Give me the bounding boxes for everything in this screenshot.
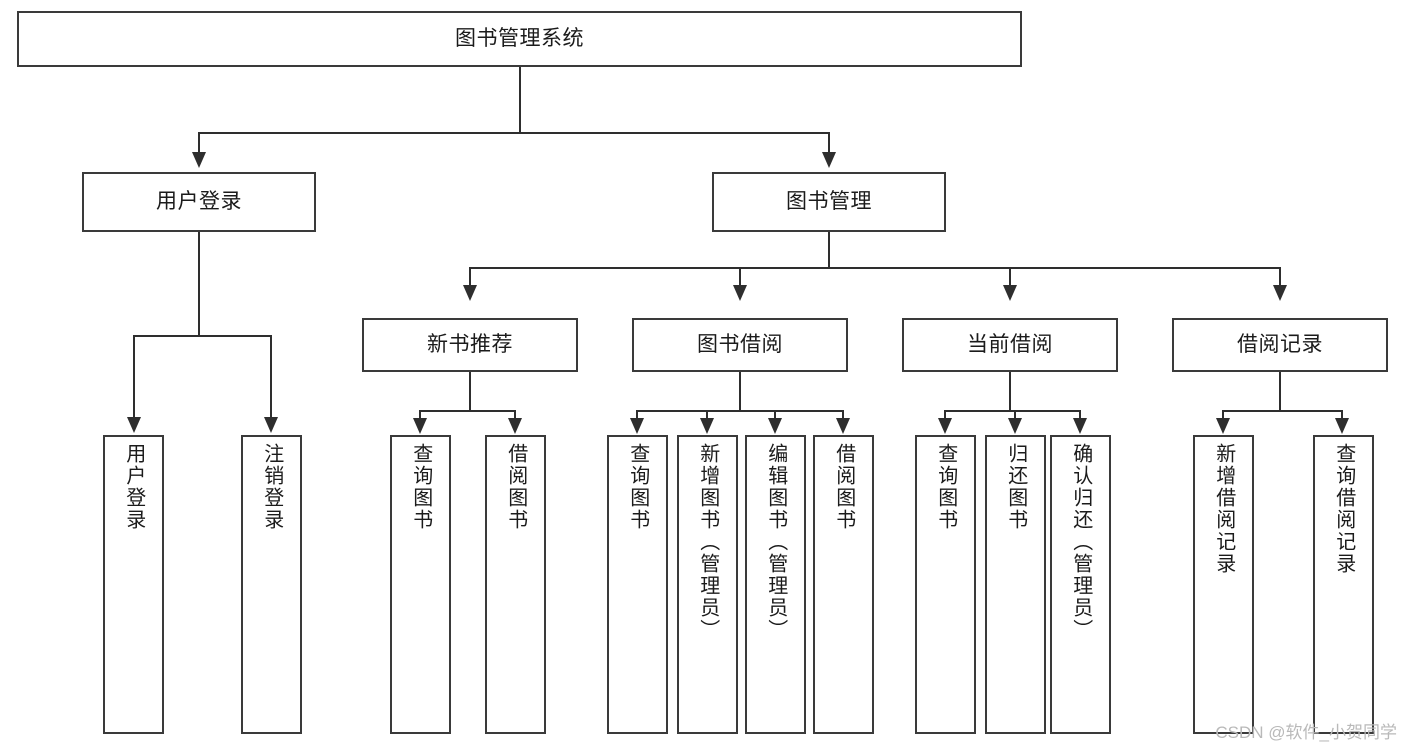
connector-user-login-bus bbox=[133, 335, 272, 337]
connector-borrow-record-bus bbox=[1222, 410, 1342, 412]
leaf-logout[interactable]: 注销登录 bbox=[241, 435, 302, 734]
connector-current-borrow-leaf-3 bbox=[1079, 410, 1081, 420]
connector-current-borrow-stem bbox=[1009, 372, 1011, 412]
connector-borrow-record-leaf-2 bbox=[1341, 410, 1343, 420]
connector-new-book-bus bbox=[419, 410, 516, 412]
connector-current-borrow-leaf-1 bbox=[944, 410, 946, 420]
connector-book-borrow-stem bbox=[739, 372, 741, 412]
node-root-system[interactable]: 图书管理系统 bbox=[17, 11, 1022, 67]
leaf-borrow-book-recommend[interactable]: 借阅图书 bbox=[485, 435, 546, 734]
connector-current-borrow-leaf-2 bbox=[1014, 410, 1016, 420]
leaf-query-book-current[interactable]: 查询图书 bbox=[915, 435, 976, 734]
arrowhead-leaf-logout bbox=[264, 417, 278, 433]
node-label: 注销登录 bbox=[260, 443, 283, 531]
connector-book-borrow-bus bbox=[636, 410, 843, 412]
leaf-add-borrow-record[interactable]: 新增借阅记录 bbox=[1193, 435, 1254, 734]
connector-level3-bus bbox=[469, 267, 1281, 269]
connector-book-borrow-leaf-3 bbox=[774, 410, 776, 420]
leaf-query-book-recommend[interactable]: 查询图书 bbox=[390, 435, 451, 734]
leaf-edit-book-admin[interactable]: 编辑图书（管理员） bbox=[745, 435, 806, 734]
arrowhead-leaf-edit-book bbox=[768, 418, 782, 434]
arrowhead-leaf-confirm-return bbox=[1073, 418, 1087, 434]
connector-root-bus bbox=[198, 132, 830, 134]
node-label: 确认归还（管理员） bbox=[1069, 443, 1092, 641]
connector-current-borrow-bus bbox=[944, 410, 1080, 412]
node-label: 查询借阅记录 bbox=[1332, 443, 1355, 575]
node-book-borrow[interactable]: 图书借阅 bbox=[632, 318, 848, 372]
connector-book-borrow-leaf-4 bbox=[842, 410, 844, 420]
connector-to-new-book bbox=[469, 267, 471, 287]
arrowhead-book-mgmt bbox=[822, 152, 836, 168]
node-label: 借阅图书 bbox=[504, 443, 527, 531]
node-label: 编辑图书（管理员） bbox=[764, 443, 787, 641]
connector-user-login-leaf-1 bbox=[133, 335, 135, 419]
node-book-management[interactable]: 图书管理 bbox=[712, 172, 946, 232]
node-label: 借阅记录 bbox=[1237, 332, 1323, 356]
leaf-query-book-borrow[interactable]: 查询图书 bbox=[607, 435, 668, 734]
leaf-user-login[interactable]: 用户登录 bbox=[103, 435, 164, 734]
arrowhead-leaf-query-book-3 bbox=[938, 418, 952, 434]
arrowhead-leaf-borrow-book-1 bbox=[508, 418, 522, 434]
arrowhead-leaf-user-login bbox=[127, 417, 141, 433]
connector-book-borrow-leaf-2 bbox=[706, 410, 708, 420]
connector-borrow-record-leaf-1 bbox=[1222, 410, 1224, 420]
leaf-confirm-return-admin[interactable]: 确认归还（管理员） bbox=[1050, 435, 1111, 734]
connector-borrow-record-stem bbox=[1279, 372, 1281, 412]
connector-book-borrow-leaf-1 bbox=[636, 410, 638, 420]
leaf-add-book-admin[interactable]: 新增图书（管理员） bbox=[677, 435, 738, 734]
connector-new-book-stem bbox=[469, 372, 471, 412]
node-new-book-recommend[interactable]: 新书推荐 bbox=[362, 318, 578, 372]
arrowhead-leaf-add-book bbox=[700, 418, 714, 434]
arrowhead-user-login bbox=[192, 152, 206, 168]
connector-root-stem bbox=[519, 67, 521, 133]
arrowhead-book-borrow bbox=[733, 285, 747, 301]
node-label: 新增借阅记录 bbox=[1212, 443, 1235, 575]
node-label: 用户登录 bbox=[156, 189, 242, 213]
node-label: 图书借阅 bbox=[697, 332, 783, 356]
arrowhead-current-borrow bbox=[1003, 285, 1017, 301]
arrowhead-leaf-query-book-1 bbox=[413, 418, 427, 434]
connector-new-book-leaf-1 bbox=[419, 410, 421, 420]
node-label: 图书管理系统 bbox=[455, 26, 584, 50]
connector-user-login-leaf-2 bbox=[270, 335, 272, 419]
node-label: 新书推荐 bbox=[427, 332, 513, 356]
leaf-return-book[interactable]: 归还图书 bbox=[985, 435, 1046, 734]
leaf-borrow-book[interactable]: 借阅图书 bbox=[813, 435, 874, 734]
node-label: 借阅图书 bbox=[832, 443, 855, 531]
connector-book-mgmt-stem bbox=[828, 232, 830, 269]
arrowhead-new-book bbox=[463, 285, 477, 301]
node-current-borrow[interactable]: 当前借阅 bbox=[902, 318, 1118, 372]
csdn-watermark: CSDN @软件_小贺同学 bbox=[1215, 723, 1397, 742]
node-label: 图书管理 bbox=[786, 189, 872, 213]
node-label: 归还图书 bbox=[1004, 443, 1027, 531]
node-label: 查询图书 bbox=[409, 443, 432, 531]
arrowhead-leaf-borrow-book-2 bbox=[836, 418, 850, 434]
node-label: 查询图书 bbox=[626, 443, 649, 531]
connector-to-book-borrow bbox=[739, 267, 741, 287]
node-label: 查询图书 bbox=[934, 443, 957, 531]
connector-user-login-stem bbox=[198, 232, 200, 336]
arrowhead-leaf-return-book bbox=[1008, 418, 1022, 434]
connector-root-to-user-login bbox=[198, 132, 200, 154]
connector-to-borrow-record bbox=[1279, 267, 1281, 287]
node-label: 用户登录 bbox=[122, 443, 145, 531]
node-label: 当前借阅 bbox=[967, 332, 1053, 356]
node-borrow-record[interactable]: 借阅记录 bbox=[1172, 318, 1388, 372]
arrowhead-borrow-record bbox=[1273, 285, 1287, 301]
arrowhead-leaf-add-record bbox=[1216, 418, 1230, 434]
arrowhead-leaf-query-record bbox=[1335, 418, 1349, 434]
node-user-login[interactable]: 用户登录 bbox=[82, 172, 316, 232]
connector-to-current-borrow bbox=[1009, 267, 1011, 287]
leaf-query-borrow-record[interactable]: 查询借阅记录 bbox=[1313, 435, 1374, 734]
arrowhead-leaf-query-book-2 bbox=[630, 418, 644, 434]
connector-root-to-book-mgmt bbox=[828, 132, 830, 154]
node-label: 新增图书（管理员） bbox=[696, 443, 719, 641]
connector-new-book-leaf-2 bbox=[514, 410, 516, 420]
